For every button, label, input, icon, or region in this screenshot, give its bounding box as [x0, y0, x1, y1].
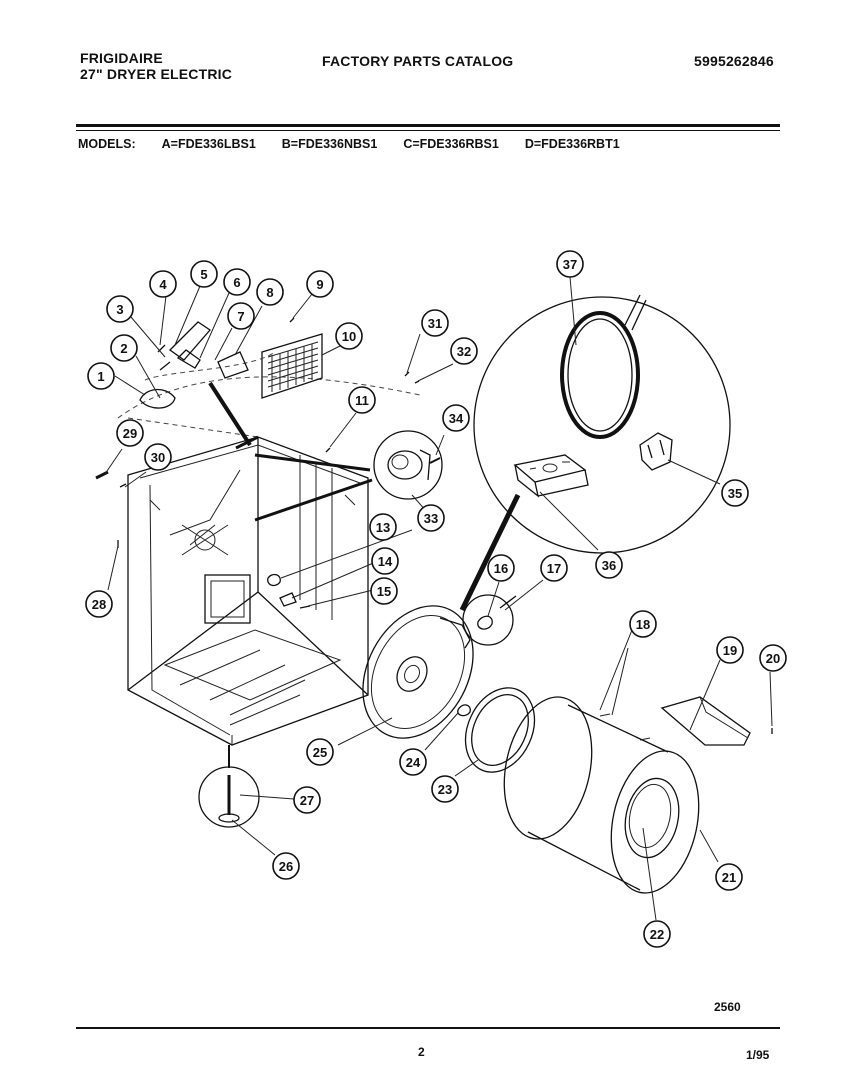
- callout-label: 26: [279, 859, 293, 874]
- callout-label: 2: [120, 341, 127, 356]
- motor-detail: [254, 430, 443, 522]
- footer-rule: [76, 1027, 780, 1029]
- model-c: C=FDE336RBS1: [403, 137, 499, 151]
- callout-label: 27: [300, 793, 314, 808]
- callout-label: 18: [636, 617, 650, 632]
- figure-code: 2560: [714, 1000, 741, 1014]
- callout-11: 11: [348, 386, 376, 414]
- callout-label: 36: [602, 558, 616, 573]
- callout-27: 27: [293, 786, 321, 814]
- callout-21: 21: [715, 863, 743, 891]
- callout-22: 22: [643, 920, 671, 948]
- callout-label: 14: [378, 554, 393, 569]
- model-b: B=FDE336NBS1: [281, 137, 378, 151]
- callout-25: 25: [306, 738, 334, 766]
- front-bulkhead: [362, 605, 474, 739]
- callout-label: 17: [547, 561, 561, 576]
- catalog-date: 1/95: [746, 1048, 770, 1062]
- callout-label: 16: [494, 561, 508, 576]
- callout-label: 7: [237, 309, 244, 324]
- callout-label: 19: [723, 643, 737, 658]
- callout-label: 23: [438, 782, 452, 797]
- drum: [503, 696, 700, 894]
- callout-8: 8: [256, 278, 284, 306]
- callout-19: 19: [716, 636, 744, 664]
- callout-32: 32: [450, 337, 478, 365]
- callout-14: 14: [371, 547, 399, 575]
- callout-13: 13: [369, 513, 397, 541]
- callout-label: 4: [159, 277, 167, 292]
- callout-label: 25: [313, 745, 327, 760]
- callout-label: 9: [316, 277, 323, 292]
- callout-29: 29: [116, 419, 144, 447]
- callout-label: 8: [266, 285, 273, 300]
- callout-6: 6: [223, 268, 251, 296]
- callout-label: 20: [766, 651, 780, 666]
- callout-label: 21: [722, 870, 736, 885]
- callout-label: 3: [116, 302, 123, 317]
- callout-30: 30: [144, 443, 172, 471]
- callout-label: 34: [449, 411, 464, 426]
- callout-label: 13: [376, 520, 390, 535]
- callout-31: 31: [421, 309, 449, 337]
- callout-36: 36: [595, 551, 623, 579]
- callout-label: 24: [406, 755, 421, 770]
- lint-grille: [261, 333, 323, 399]
- callout-label: 11: [355, 393, 369, 408]
- detail-circle-large: [459, 294, 731, 612]
- page-number: 2: [418, 1045, 425, 1059]
- callout-5: 5: [190, 260, 218, 288]
- model-a: A=FDE336LBS1: [161, 137, 256, 151]
- callout-26: 26: [272, 852, 300, 880]
- callout-33: 33: [417, 504, 445, 532]
- callout-label: 33: [424, 511, 438, 526]
- callout-4: 4: [149, 270, 177, 298]
- catalog-title: FACTORY PARTS CATALOG: [322, 53, 514, 69]
- callout-2: 2: [110, 334, 138, 362]
- callout-label: 30: [151, 450, 165, 465]
- callout-label: 5: [200, 267, 207, 282]
- callout-16: 16: [487, 554, 515, 582]
- brand-name: FRIGIDAIRE: [80, 50, 163, 66]
- callout-label: 37: [563, 257, 577, 272]
- callout-3: 3: [106, 295, 134, 323]
- callout-35: 35: [721, 479, 749, 507]
- callout-24: 24: [399, 748, 427, 776]
- header-rule-thick: [76, 124, 780, 127]
- models-label: MODELS:: [78, 137, 136, 151]
- callout-label: 1: [97, 369, 104, 384]
- callout-label: 6: [233, 275, 240, 290]
- callout-label: 29: [123, 426, 137, 441]
- callout-label: 31: [428, 316, 442, 331]
- callout-label: 10: [342, 329, 356, 344]
- catalog-number: 5995262846: [694, 53, 774, 69]
- callout-label: 32: [457, 344, 471, 359]
- callout-label: 22: [650, 927, 664, 942]
- callout-label: 28: [92, 597, 106, 612]
- dryer-cabinet: [127, 436, 369, 746]
- callout-9: 9: [306, 270, 334, 298]
- callout-10: 10: [335, 322, 363, 350]
- models-line: MODELS: A=FDE336LBS1 B=FDE336NBS1 C=FDE3…: [78, 137, 778, 151]
- callout-label: 15: [377, 584, 391, 599]
- callout-label: 35: [728, 486, 742, 501]
- callout-15: 15: [370, 577, 398, 605]
- product-name: 27" DRYER ELECTRIC: [80, 66, 233, 82]
- header-rule-thin: [76, 130, 780, 131]
- callout-23: 23: [431, 775, 459, 803]
- callout-37: 37: [556, 250, 584, 278]
- callout-17: 17: [540, 554, 568, 582]
- model-d: D=FDE336RBT1: [524, 137, 620, 151]
- callout-18: 18: [629, 610, 657, 638]
- callout-1: 1: [87, 362, 115, 390]
- callout-20: 20: [759, 644, 787, 672]
- callout-7: 7: [227, 302, 255, 330]
- callout-28: 28: [85, 590, 113, 618]
- callout-34: 34: [442, 404, 470, 432]
